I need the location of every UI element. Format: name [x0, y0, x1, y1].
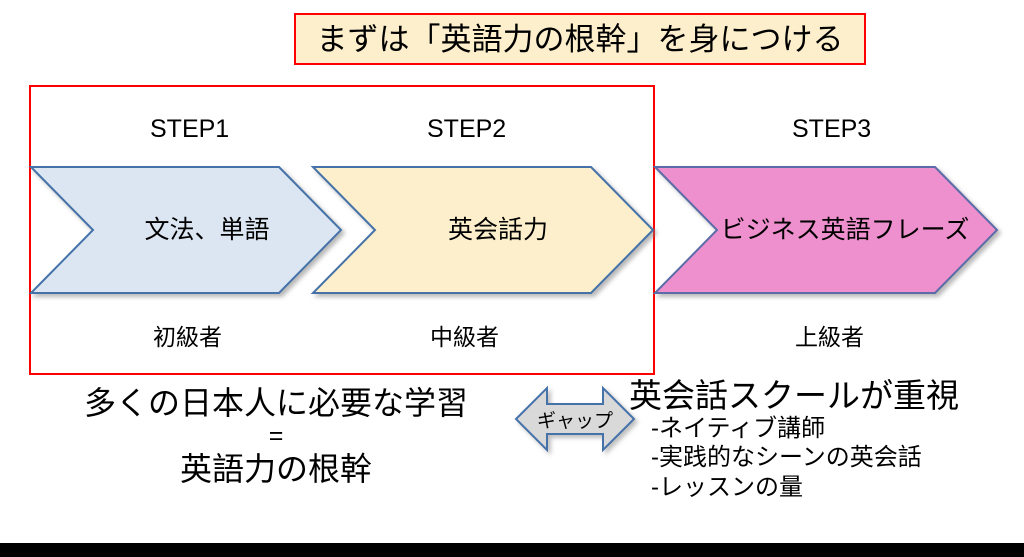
step1-chevron-shape: [28, 166, 343, 294]
needed-study-line2: 英語力の根幹: [179, 450, 372, 487]
title-banner: まずは「英語力の根幹」を身につける: [294, 13, 866, 65]
step2-chevron-shape: [310, 166, 655, 294]
page-title: まずは「英語力の根幹」を身につける: [316, 21, 844, 57]
needed-study-line1: 多くの日本人に必要な学習: [83, 385, 468, 421]
step2-chevron: 英会話力: [310, 166, 655, 294]
step2-heading: STEP2: [427, 115, 507, 143]
bottom-black-bar: [0, 543, 1024, 557]
step1-heading: STEP1: [150, 115, 230, 143]
school-focus-title: 英会話スクールが重視: [629, 377, 959, 414]
school-focus-item-1: -実践的なシーンの英会話: [651, 444, 922, 472]
school-focus-block: 英会話スクールが重視 -ネイティブ講師 -実践的なシーンの英会話 -レッスンの量: [629, 378, 1024, 503]
step3-heading: STEP3: [792, 115, 872, 143]
step3-chevron-shape: [652, 166, 999, 294]
step2-level-label: 中級者: [430, 324, 499, 350]
step1-level-label: 初級者: [153, 324, 222, 350]
needed-study-block: 多くの日本人に必要な学習 = 英語力の根幹: [36, 386, 516, 487]
step1-chevron: 文法、単語: [28, 166, 343, 294]
school-focus-item-2: -レッスンの量: [651, 474, 803, 502]
school-focus-item-0: -ネイティブ講師: [651, 414, 826, 442]
gap-arrow-shape: [514, 385, 636, 453]
gap-arrow: ギャップ: [514, 385, 636, 453]
needed-study-equals: =: [268, 421, 284, 450]
step3-level-label: 上級者: [795, 324, 864, 350]
step3-chevron: ビジネス英語フレーズ: [652, 166, 999, 294]
